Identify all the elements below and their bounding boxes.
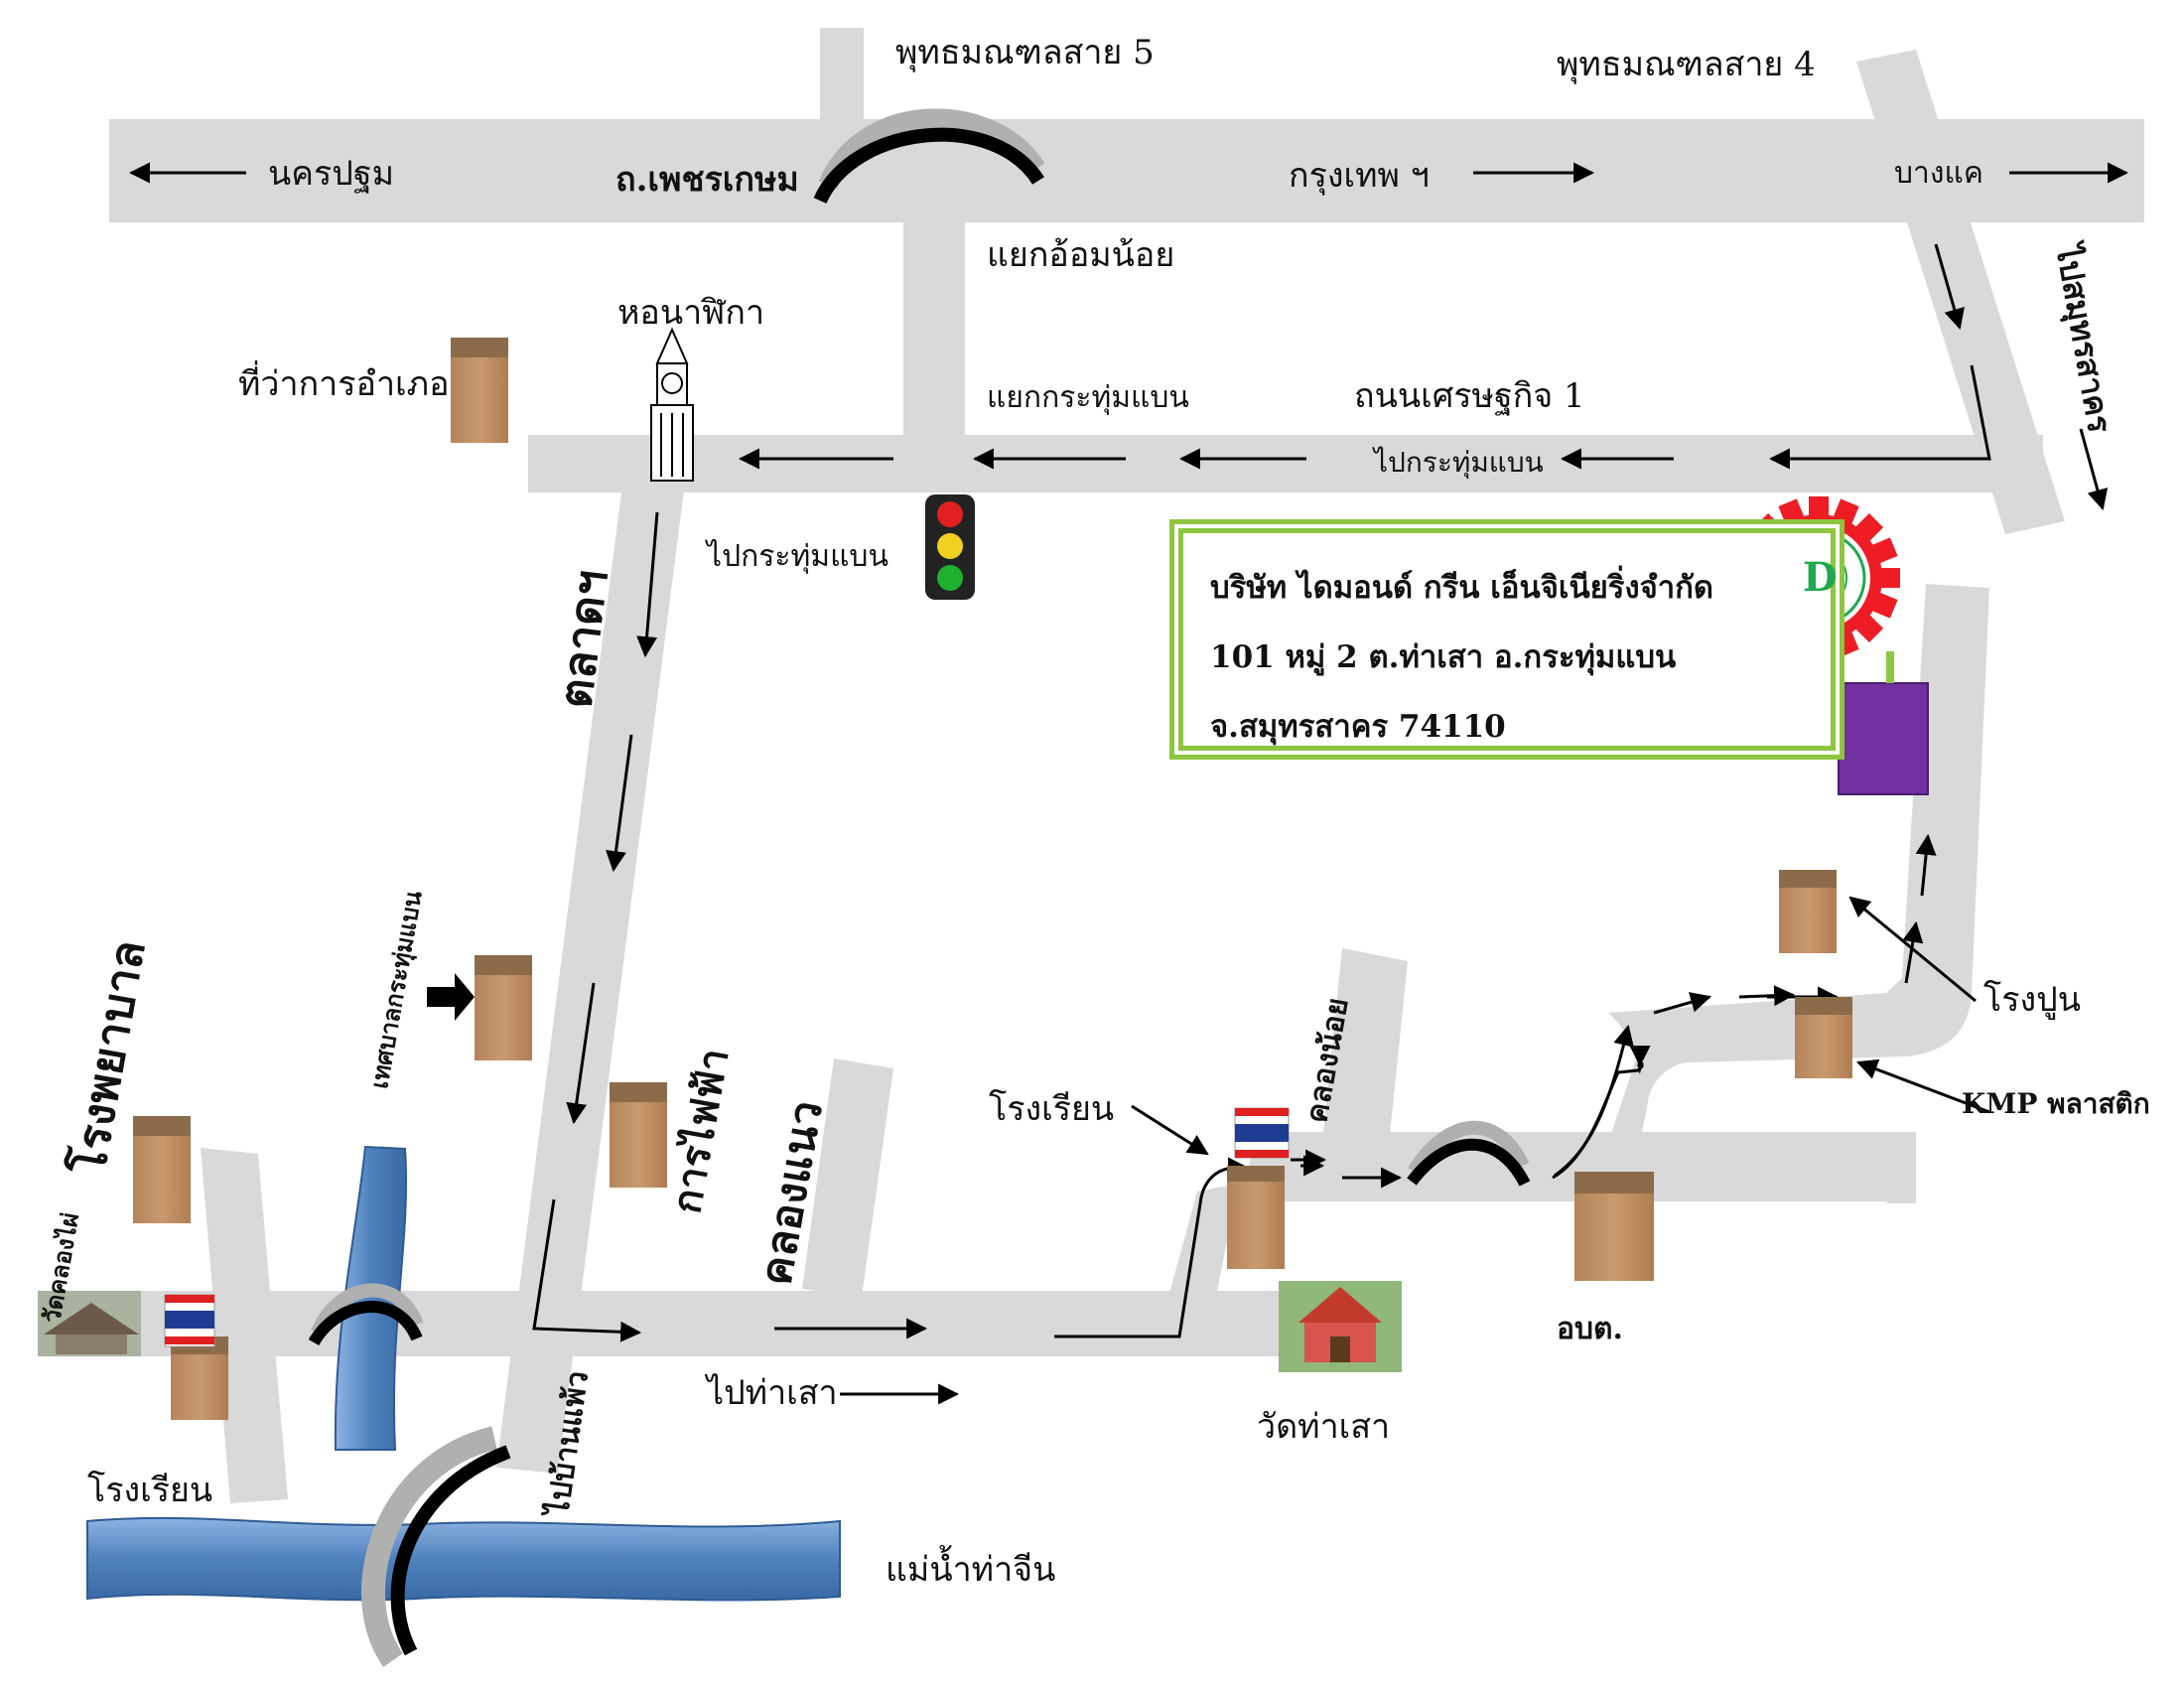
label-wat-tha-sao: วัดท่าเสา bbox=[1257, 1407, 1391, 1447]
company-address-line-1: 101 หมู่ 2 ต.ท่าเสา อ.กระทุ่มแบน bbox=[1210, 639, 1677, 675]
building-kmp bbox=[1795, 997, 1852, 1078]
building-temple-left bbox=[171, 1336, 228, 1420]
label-sao: อบต. bbox=[1557, 1312, 1623, 1346]
label-to-krathum-baen-east: ไปกระทุ่มแบน bbox=[1374, 446, 1544, 479]
municipality-arrow bbox=[427, 973, 475, 1021]
building-hospital bbox=[133, 1116, 191, 1223]
building-district-office bbox=[451, 338, 508, 443]
canal bbox=[334, 1145, 408, 1451]
arrow-cement-pointer bbox=[1848, 896, 1977, 1003]
label-bang-khae: บางแค bbox=[1894, 156, 1983, 191]
road-phutthamonthon-4 bbox=[1856, 50, 2065, 534]
label-nakhon-pathom: นครปฐม bbox=[268, 154, 395, 194]
building-cement bbox=[1779, 870, 1837, 953]
building-school-center bbox=[1227, 1166, 1285, 1269]
building-sao bbox=[1574, 1172, 1654, 1281]
clock-tower-icon bbox=[650, 327, 694, 482]
company-address-line-2: จ.สมุทรสาคร 74110 bbox=[1210, 709, 1506, 745]
bridge-river-arch bbox=[390, 1445, 511, 1656]
label-clock-tower: หอนาฬิกา bbox=[617, 293, 765, 333]
arrow-north-1 bbox=[1902, 920, 1924, 984]
bridge-canal-arch bbox=[308, 1301, 423, 1346]
arrow-school-pointer bbox=[1131, 1104, 1209, 1156]
label-school-left: โรงเรียน bbox=[87, 1471, 213, 1510]
road-om-noi bbox=[903, 218, 965, 467]
waterways bbox=[86, 1145, 841, 1602]
label-district-office: ที่ว่าการอำเภอ bbox=[238, 364, 450, 404]
traffic-light-icon bbox=[925, 494, 975, 600]
thai-flag-icon-left bbox=[164, 1294, 215, 1347]
label-om-noi-junction: แยกอ้อมน้อย bbox=[987, 235, 1175, 275]
road-setthakit-1 bbox=[528, 435, 2043, 492]
road-tha-sao bbox=[129, 1291, 1330, 1356]
arrow-north-2 bbox=[1915, 833, 1937, 897]
road-phetkasem bbox=[109, 119, 2144, 222]
road-market bbox=[496, 477, 685, 1474]
arrow-east-1 bbox=[1653, 992, 1712, 1015]
label-to-tha-sao: ไปท่าเสา bbox=[707, 1373, 838, 1413]
bridge-east bbox=[1408, 1120, 1530, 1176]
company-marker-post bbox=[1886, 651, 1894, 683]
road-phutthamonthon-5 bbox=[820, 28, 864, 127]
temple-photo-wat-tha-sao bbox=[1279, 1281, 1402, 1372]
label-krathum-baen-junction: แยกกระทุ่มแบน bbox=[987, 380, 1189, 415]
label-phetkasem-road: ถ.เพชรเกษม bbox=[615, 160, 799, 200]
arrow-market-turn bbox=[532, 1198, 642, 1342]
company-info-box: บริษัท ไดมอนด์ กรีน เอ็นจิเนียริ่งจำกัด … bbox=[1169, 519, 1844, 760]
road-khlong-naeo bbox=[802, 1058, 893, 1297]
bridges bbox=[308, 108, 1531, 1667]
temple-photo-left bbox=[38, 1291, 141, 1356]
bridge-east-arch bbox=[1407, 1138, 1531, 1187]
company-name: บริษัท ไดมอนด์ กรีน เอ็นจิเนียริ่งจำกัด bbox=[1210, 570, 1714, 606]
label-school-center: โรงเรียน bbox=[989, 1089, 1115, 1129]
label-phutthamonthon-4: พุทธมณฑลสาย 4 bbox=[1557, 45, 1816, 84]
road-hospital-side bbox=[201, 1148, 288, 1503]
arrow-east-curve bbox=[1554, 1024, 1634, 1178]
arrow-east-2 bbox=[1738, 985, 1796, 1007]
route-arrows bbox=[128, 162, 2129, 1405]
thai-flag-icon-khlong-noi bbox=[1234, 1107, 1290, 1159]
arrow-samut-sakhon bbox=[2079, 428, 2109, 511]
bridge-river bbox=[361, 1426, 498, 1667]
road-khlong-noi bbox=[1320, 948, 1408, 1174]
building-municipality bbox=[475, 955, 532, 1060]
label-kmp-plastic: KMP พลาสติก bbox=[1962, 1087, 2150, 1120]
building-electricity bbox=[610, 1082, 667, 1188]
river-tha-chin bbox=[86, 1516, 841, 1602]
label-bangkok: กรุงเทพ ฯ bbox=[1289, 156, 1430, 196]
label-phutthamonthon-5: พุทธมณฑลสาย 5 bbox=[895, 33, 1155, 72]
arrow-market-1 bbox=[636, 511, 659, 658]
arrow-turn-setthakit bbox=[1768, 364, 1991, 470]
label-river-tha-chin: แม่น้ำท่าจีน bbox=[886, 1550, 1056, 1590]
label-to-krathum-baen-west: ไปกระทุ่มแบน bbox=[707, 539, 888, 574]
arrow-down-p4 bbox=[1934, 243, 1965, 331]
label-cement-plant: โรงปูน bbox=[1983, 980, 2081, 1020]
road-connector bbox=[1167, 1132, 1916, 1301]
label-setthakit-1-road: ถนนเศรษฐกิจ 1 bbox=[1354, 376, 1585, 416]
arrow-market-2 bbox=[606, 734, 633, 873]
bridge-phetkasem-arch bbox=[813, 127, 1044, 205]
company-location-marker bbox=[1838, 682, 1929, 795]
arrow-market-3 bbox=[566, 982, 596, 1125]
bridge-canal bbox=[311, 1283, 424, 1336]
company-logo-letter: D bbox=[1803, 554, 1838, 601]
arrow-kmp-pointer bbox=[1856, 1058, 1990, 1114]
bridge-phetkasem bbox=[818, 108, 1045, 190]
buildings bbox=[133, 338, 1852, 1420]
